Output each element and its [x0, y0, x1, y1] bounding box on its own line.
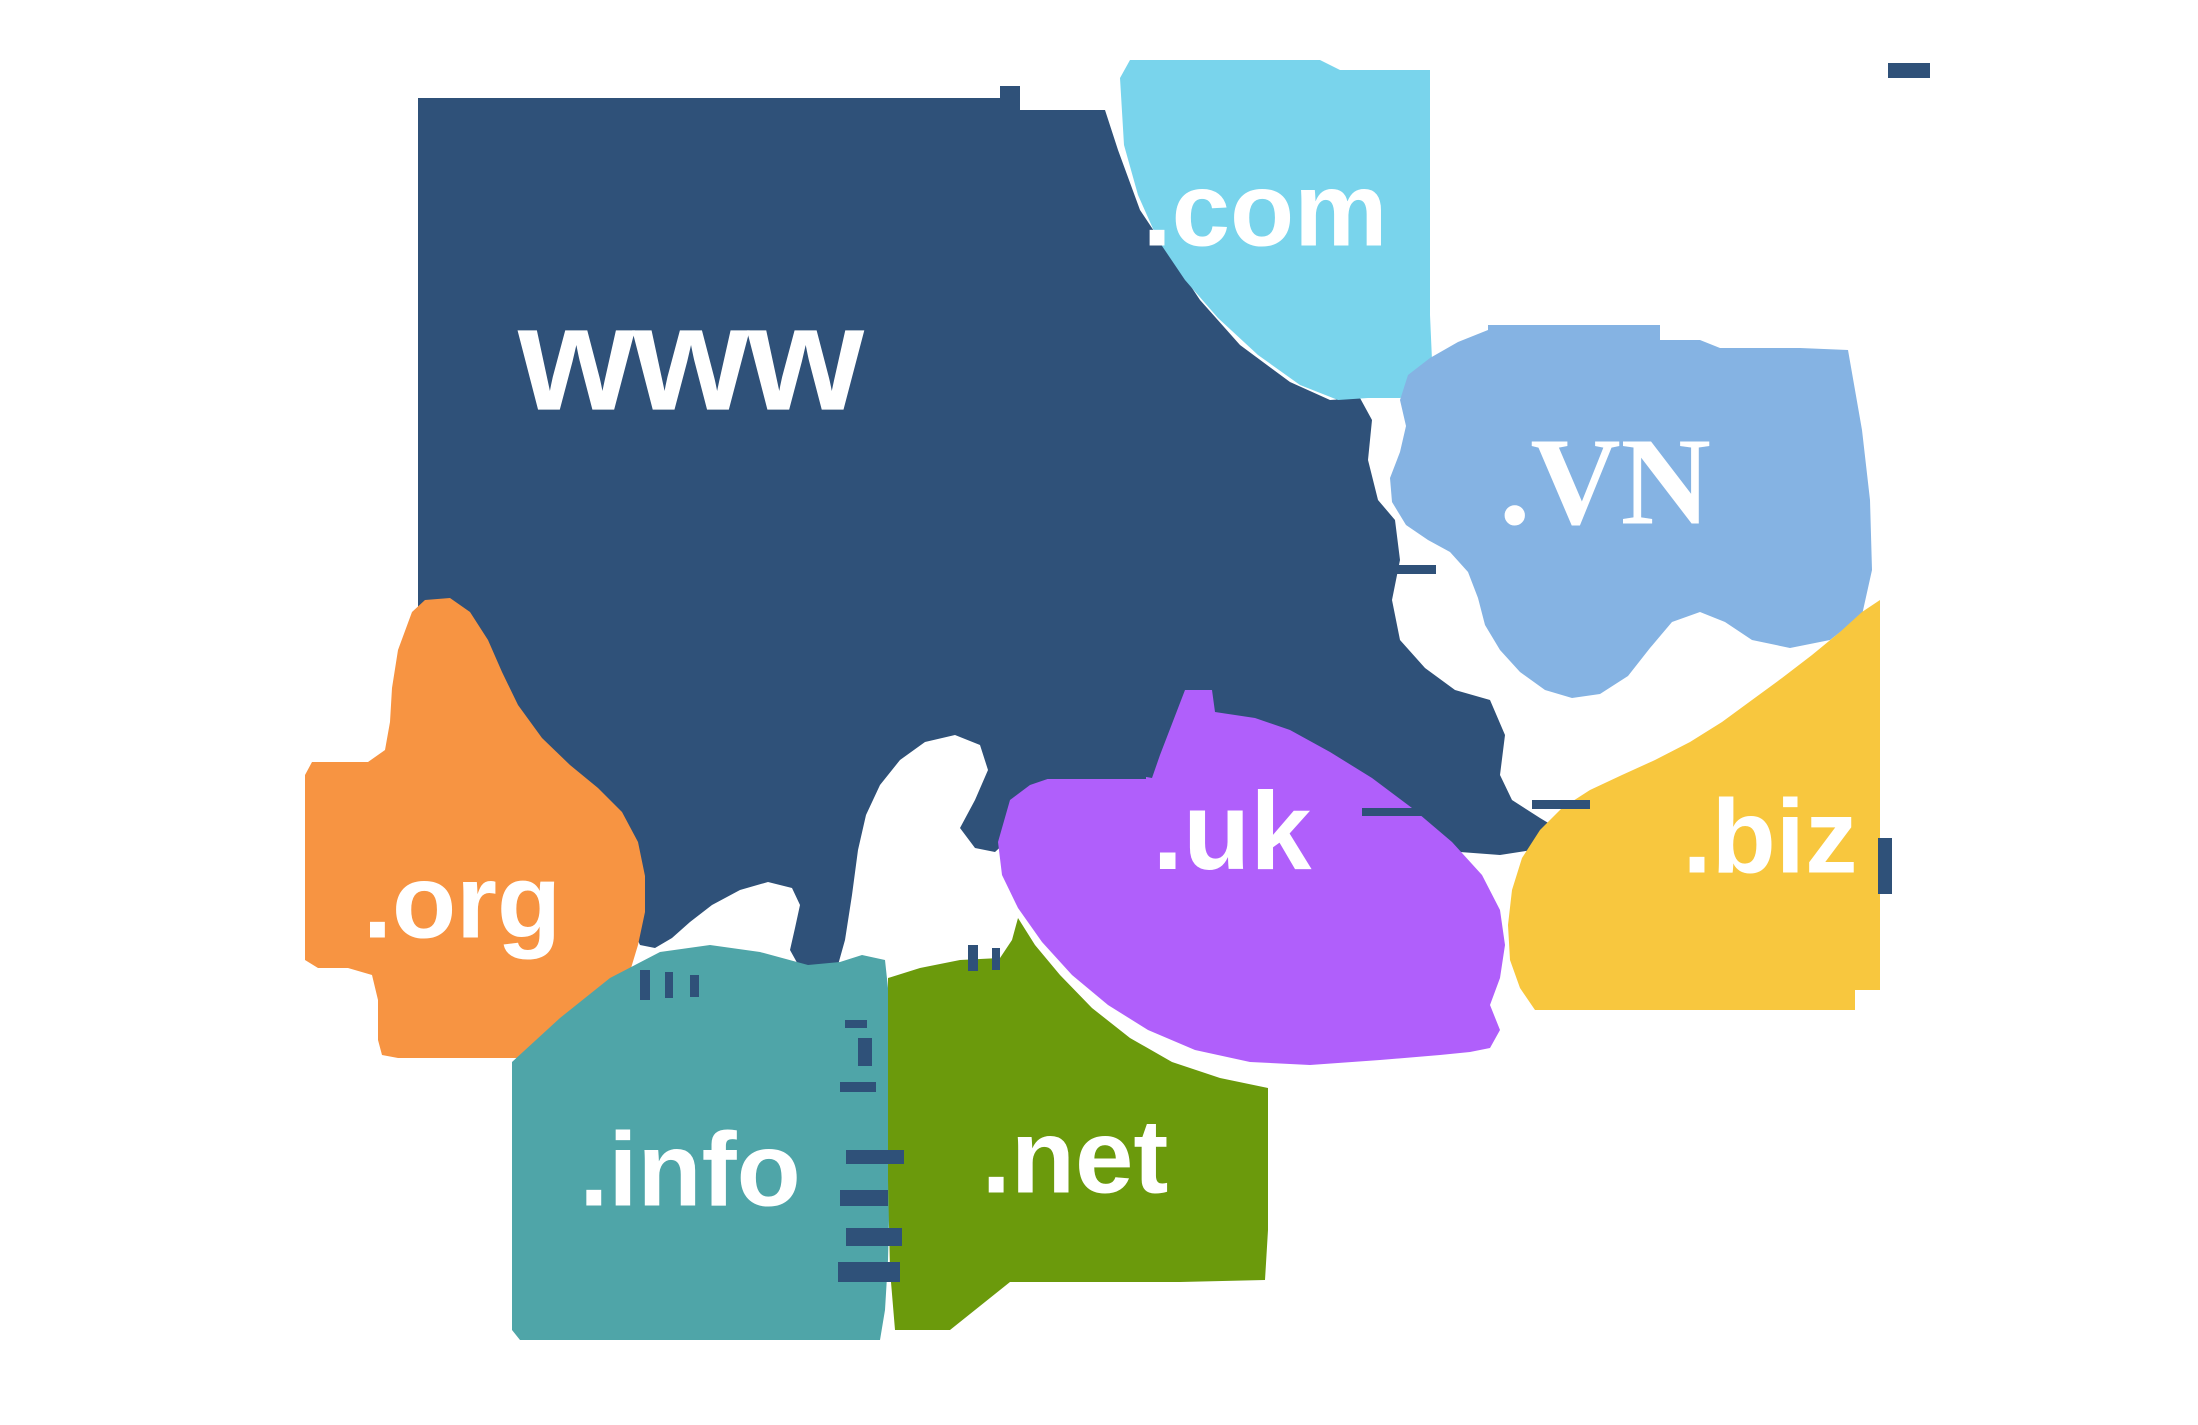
org-label: .org	[363, 844, 561, 961]
uk-shape[interactable]	[998, 690, 1505, 1065]
speck-7	[838, 1262, 900, 1282]
com-label: .com	[1142, 152, 1387, 269]
org-shape[interactable]	[305, 598, 645, 1058]
map-piece-org[interactable]: .org	[305, 598, 645, 1058]
map-piece-uk[interactable]: .uk	[998, 690, 1505, 1065]
speck-5	[840, 1190, 888, 1206]
speck-11	[1378, 565, 1436, 574]
speck-16	[690, 975, 699, 997]
net-shape[interactable]	[888, 918, 1268, 1330]
net-label: .net	[982, 1099, 1169, 1216]
speck-8	[1028, 770, 1146, 779]
vn-shape[interactable]	[1390, 325, 1872, 698]
map-piece-info[interactable]: .info	[512, 945, 890, 1340]
speck-6	[846, 1228, 902, 1246]
speck-4	[846, 1150, 904, 1164]
speck-13	[992, 948, 1000, 970]
speck-2	[858, 1038, 872, 1066]
speck-15	[665, 972, 673, 998]
speck-12	[968, 945, 978, 971]
speck-17	[1878, 838, 1892, 894]
com-shape[interactable]	[1120, 60, 1432, 400]
www-label: www	[517, 274, 864, 442]
speck-3	[840, 1082, 876, 1092]
speck-1	[845, 1020, 867, 1028]
map-piece-vn[interactable]: .VN	[1390, 325, 1872, 698]
speck-14	[640, 970, 650, 1000]
map-piece-com[interactable]: .com	[1120, 60, 1432, 400]
info-shape[interactable]	[512, 945, 890, 1340]
biz-shape[interactable]	[1508, 600, 1880, 1010]
map-piece-net[interactable]: .net	[888, 918, 1268, 1330]
speck-9	[1362, 808, 1448, 816]
corner-mark	[1888, 63, 1930, 78]
speck-10	[1532, 800, 1590, 809]
vn-label: .VN	[1499, 414, 1711, 552]
info-label: .info	[579, 1112, 801, 1229]
uk-label: .uk	[1153, 770, 1313, 893]
map-piece-biz[interactable]: .biz	[1508, 600, 1880, 1010]
map-detail-specks	[640, 565, 1892, 1282]
biz-label: .biz	[1683, 779, 1858, 896]
